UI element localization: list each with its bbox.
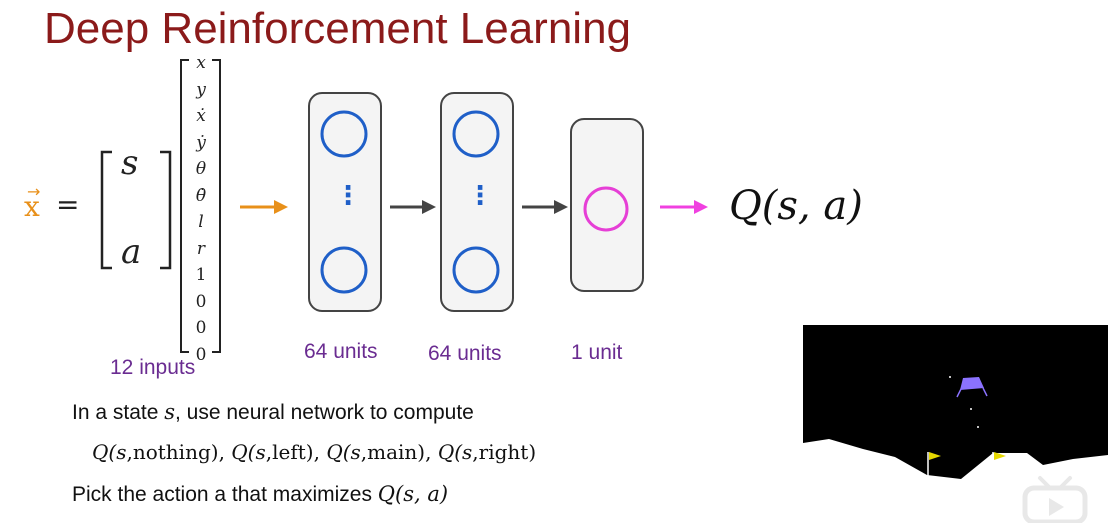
action-bit-2: 0 [195,291,207,312]
layer1-units-label: 64 units [304,340,378,363]
input-arrow-icon [240,200,288,214]
state-theta-dot: θ̇ [195,185,207,206]
bullet-maximize: Pick the action a that maximizes Q(s, a) [72,482,448,507]
action-bit-1: 1 [195,265,207,285]
layer1-neuron-bottom [320,246,368,294]
output-neuron [583,186,629,232]
bullet-maximize-prefix: Pick the action a that maximizes [72,483,378,506]
layer2-neuron-top [452,110,500,158]
slide-title: Deep Reinforcement Learning [44,4,632,53]
action-bit-4: 0 [195,344,207,365]
q-main: Q(s,main) [326,440,426,464]
state-components: x y ẋ ẏ θ θ̇ l r 1 0 0 0 [187,50,215,368]
layer2-ellipsis: ⋮ [467,180,493,210]
inputs-label: 12 inputs [110,356,196,379]
bullet-maximize-math: Q(s, a) [377,482,449,506]
state-y-dot: ẏ [196,132,206,153]
q-output-label: Q(s, a) [729,183,863,229]
output-layer [570,118,644,292]
q-right: Q(s,right) [437,440,537,464]
output-units-label: 1 unit [571,341,623,364]
moon-terrain [803,439,1108,523]
bullet-compute-suffix: , use neural network to compute [175,401,474,424]
hidden-layer-2 [440,92,514,312]
lunar-lander-simulation [803,325,1108,523]
layer2-neuron-bottom [452,246,500,294]
action-bit-3: 0 [195,318,207,338]
sa-bracket [100,150,172,270]
arrow-layer2-to-output-icon [522,200,568,214]
layer1-ellipsis: ⋮ [335,180,361,210]
hidden-layer-1 [308,92,382,312]
input-vector-symbol: x [24,190,40,223]
bullet-compute: In a state s, use neural network to comp… [72,400,474,425]
lander-icon [960,377,984,390]
state-components-bracket [180,59,221,353]
equals-sign: = [56,188,80,221]
q-function-list: Q(s,nothing), Q(s,left), Q(s,main), Q(s,… [92,440,537,464]
state-x: x [196,53,206,73]
state-theta: θ [195,159,207,179]
state-l: l [198,212,204,232]
bullet-compute-prefix: In a state [72,401,165,424]
state-x-dot: ẋ [196,106,206,126]
right-flag-icon [994,452,1006,460]
state-variable: s [121,143,139,183]
lunar-lander-scene [803,376,1108,523]
state-y: y [196,79,206,100]
bilibili-tv-icon [1022,476,1088,523]
play-icon [1049,498,1064,516]
bullet-compute-var: s [164,400,176,424]
q-nothing: Q(s,nothing) [92,440,219,464]
output-arrow-icon [660,200,708,214]
layer2-units-label: 64 units [428,342,502,365]
state-r: r [196,238,206,259]
left-flag-icon [929,452,941,460]
vector-arrow-icon: → [27,182,41,201]
layer1-neuron-top [320,110,368,158]
q-left: Q(s,left) [231,440,314,464]
action-variable: a [121,232,142,272]
arrow-layer1-to-layer2-icon [390,200,436,214]
